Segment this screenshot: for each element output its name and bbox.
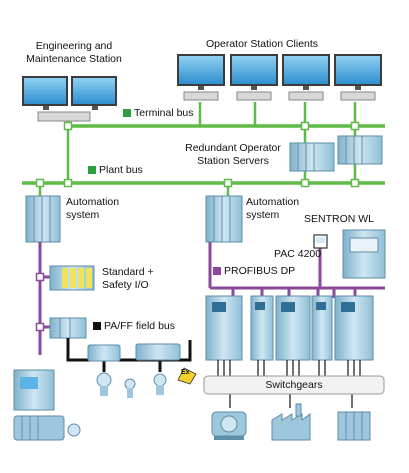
- profibus-legend-square: [213, 267, 221, 275]
- monitor-icon: [334, 54, 382, 101]
- server-icon: [289, 142, 335, 172]
- drive-cabinet-icon: [13, 369, 55, 411]
- field-device-icon: [87, 343, 181, 398]
- profibus-junctions: [35, 272, 45, 332]
- engineering-station-label: Engineering and Maintenance Station: [26, 40, 122, 65]
- redundant-servers-label: Redundant Operator Station Servers: [185, 142, 281, 167]
- motor-load-icon: [211, 411, 247, 440]
- pac-label: PAC 4200: [274, 248, 322, 260]
- monitor-icon: [71, 76, 117, 110]
- ex-symbol-label: Ex: [181, 369, 190, 376]
- bus-junctions: [35, 121, 360, 188]
- terminal-bus-label: Terminal bus: [134, 107, 194, 119]
- pa-field-bus-line: [66, 338, 192, 372]
- monitor-icon: [22, 76, 68, 110]
- switchgear-feeds: [217, 360, 361, 408]
- ex-hazard-icon: [177, 367, 197, 385]
- automation-controller-left: [25, 195, 61, 243]
- operator-clients: [177, 54, 382, 101]
- terminal-bus-legend-square: [123, 109, 131, 117]
- automation-system-left-label: Automation system: [66, 196, 120, 221]
- circuit-breaker-icon: [342, 229, 386, 279]
- pa-ff-label: PA/FF field bus: [104, 320, 175, 332]
- operator-clients-label: Operator Station Clients: [206, 38, 319, 50]
- pa-coupler: [49, 317, 87, 339]
- switchgears-label: Switchgears: [265, 379, 323, 391]
- power-meter-icon: [313, 234, 328, 249]
- plant-bus-label: Plant bus: [99, 164, 143, 176]
- automation-controller-right: [205, 195, 243, 243]
- sentron-label: SENTRON WL: [304, 213, 375, 225]
- switchgear-modules: [205, 295, 374, 361]
- keyboard-icon: [37, 111, 91, 122]
- profibus-label: PROFIBUS DP: [224, 265, 296, 277]
- automation-system-right-label: Automation system: [246, 196, 300, 221]
- monitor-icon: [230, 54, 278, 101]
- motor-icon: [13, 415, 81, 441]
- server-icon: [337, 135, 383, 165]
- monitor-icon: [282, 54, 330, 101]
- safety-io-label: Standard + Safety I/O: [102, 266, 154, 291]
- pa-ff-legend-square: [93, 322, 101, 330]
- engineering-station: [22, 76, 117, 122]
- monitor-icon: [177, 54, 225, 101]
- switchgears-bar: [203, 375, 385, 395]
- factory-icon: [271, 403, 311, 441]
- safety-io-module: [49, 265, 95, 291]
- transformer-icon: [337, 411, 371, 441]
- plant-bus-legend-square: [88, 166, 96, 174]
